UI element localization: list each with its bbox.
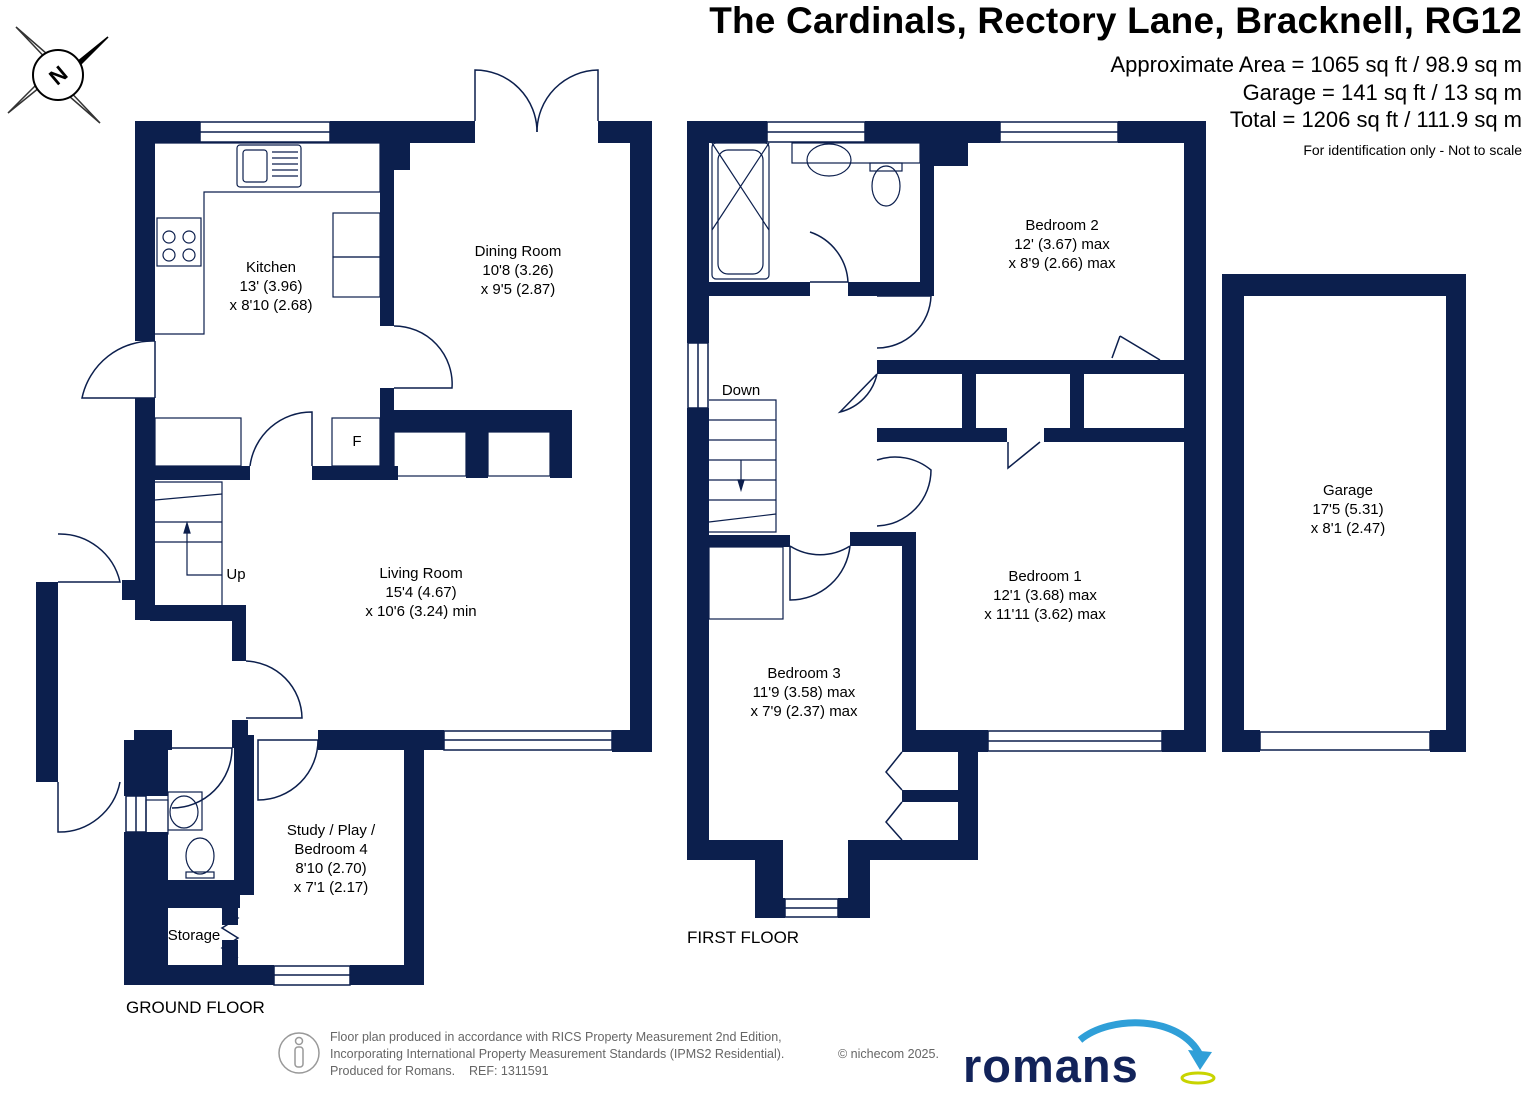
dining-dim2: x 9'5 (2.87) xyxy=(481,281,556,298)
bed2-name: Bedroom 2 xyxy=(1025,217,1098,234)
ground-floor-label: GROUND FLOOR xyxy=(126,998,265,1017)
stairs-down-label: Down xyxy=(722,382,760,399)
bed1-dim2: x 11'11 (3.62) max xyxy=(984,606,1106,623)
study-name2: Bedroom 4 xyxy=(294,841,367,858)
page-title: The Cardinals, Rectory Lane, Bracknell, … xyxy=(709,0,1522,41)
living-dim1: 15'4 (4.67) xyxy=(385,584,456,601)
study-name1: Study / Play / xyxy=(287,822,376,839)
bed3-dim2: x 7'9 (2.37) max xyxy=(750,703,858,720)
disclaimer: For identification only - Not to scale xyxy=(1303,142,1522,158)
bed2-dim2: x 8'9 (2.66) max xyxy=(1008,255,1116,272)
logo-text: romans xyxy=(963,1039,1139,1092)
fridge-label: F xyxy=(352,433,361,450)
living-dim2: x 10'6 (3.24) min xyxy=(365,603,476,620)
footer-line1: Floor plan produced in accordance with R… xyxy=(330,1030,782,1044)
garage-area: Garage = 141 sq ft / 13 sq m xyxy=(1242,80,1522,105)
copyright: © nichecom 2025. xyxy=(838,1047,939,1061)
footer-notes: Floor plan produced in accordance with R… xyxy=(330,1029,939,1080)
bed2-dim1: 12' (3.67) max xyxy=(1014,236,1110,253)
kitchen-name: Kitchen xyxy=(246,259,296,276)
dining-dim1: 10'8 (3.26) xyxy=(482,262,553,279)
bed1-dim1: 12'1 (3.68) max xyxy=(993,587,1097,604)
dining-name: Dining Room xyxy=(475,243,562,260)
living-name: Living Room xyxy=(379,565,462,582)
kitchen-dim2: x 8'10 (2.68) xyxy=(230,297,313,314)
storage-label: Storage xyxy=(168,927,221,944)
garage-dim1: 17'5 (5.31) xyxy=(1312,501,1383,518)
footer-line2: Incorporating International Property Mea… xyxy=(330,1047,785,1061)
first-floor-label: FIRST FLOOR xyxy=(687,928,799,947)
romans-logo: romans xyxy=(963,1019,1216,1092)
bed1-name: Bedroom 1 xyxy=(1008,568,1081,585)
kitchen-dim1: 13' (3.96) xyxy=(240,278,303,295)
garage-name: Garage xyxy=(1323,482,1373,499)
approximate-area: Approximate Area = 1065 sq ft / 98.9 sq … xyxy=(1110,52,1522,77)
garage-dim2: x 8'1 (2.47) xyxy=(1311,520,1386,537)
total-area: Total = 1206 sq ft / 111.9 sq m xyxy=(1229,107,1522,132)
person-icon xyxy=(278,1032,320,1074)
compass-north-icon: N xyxy=(7,26,109,124)
study-dim2: x 7'1 (2.17) xyxy=(294,879,369,896)
bed3-dim1: 11'9 (3.58) max xyxy=(753,684,856,701)
bed3-name: Bedroom 3 xyxy=(767,665,840,682)
study-dim1: 8'10 (2.70) xyxy=(295,860,366,877)
footer-line3: Produced for Romans. REF: 1311591 xyxy=(330,1064,549,1078)
stairs-up-label: Up xyxy=(226,566,245,583)
